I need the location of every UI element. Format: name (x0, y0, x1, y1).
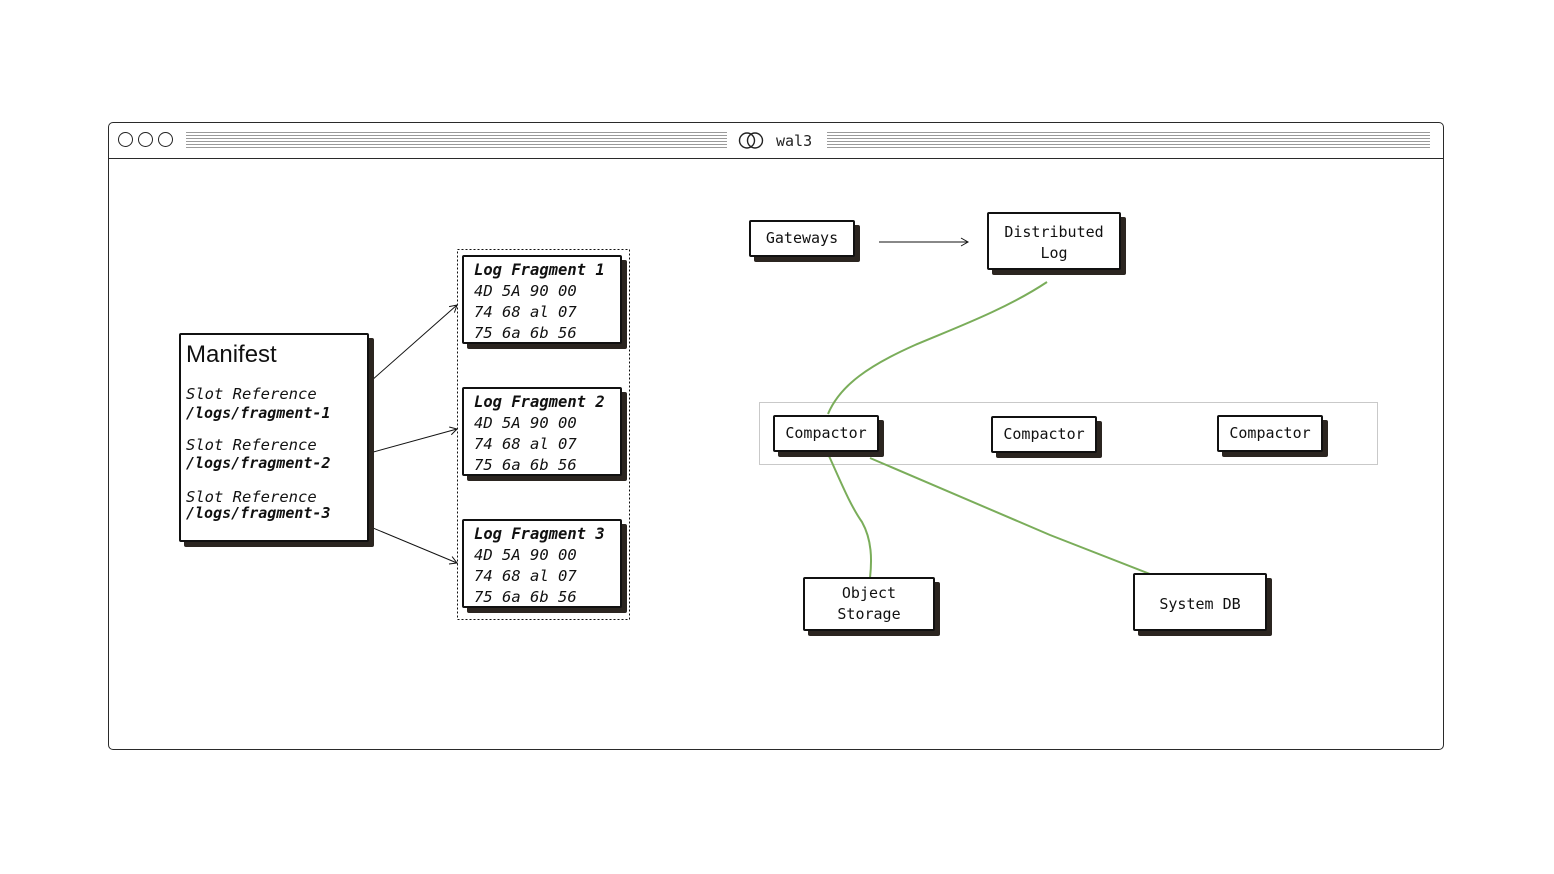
slot-reference-label: Slot Reference (186, 385, 317, 403)
fragment-bytes: 74 68 al 07 (474, 303, 577, 321)
fragment-bytes: 4D 5A 90 00 (474, 282, 577, 300)
compactor-label: Compactor (785, 424, 867, 442)
title-bar: wal3 (109, 123, 1443, 159)
distributed-log-label-line-2: Log (1040, 244, 1068, 262)
system-db-node: System DB (1133, 573, 1267, 631)
compactor-group-outline (759, 402, 1378, 465)
distributed-log-node: Distributed Log (987, 212, 1121, 270)
compactor-label: Compactor (1229, 424, 1311, 442)
system-db-label: System DB (1159, 595, 1241, 613)
manifest-title: Manifest (186, 341, 277, 368)
fragment-bytes: 4D 5A 90 00 (474, 546, 577, 564)
gateways-label: Gateways (765, 229, 839, 247)
link-log-to-compactor (827, 281, 1048, 415)
manifest-box: Manifest Slot Reference /logs/fragment-1… (179, 333, 369, 542)
link-compactor-to-system-db (869, 457, 1151, 575)
slot-reference-path: /logs/fragment-2 (186, 454, 331, 472)
slot-reference-path: /logs/fragment-1 (186, 404, 331, 422)
compactor-node: Compactor (773, 415, 879, 452)
object-storage-label-line-1: Object (841, 584, 897, 602)
slot-reference-label: Slot Reference (186, 436, 317, 454)
title-bar-stripes-right (827, 132, 1430, 149)
distributed-log-label-line-1: Distributed (1004, 223, 1104, 241)
slot-reference-label: Slot Reference (186, 488, 317, 506)
compactor-label: Compactor (1003, 425, 1085, 443)
log-fragment-2: Log Fragment 2 4D 5A 90 00 74 68 al 07 7… (462, 387, 622, 476)
fragment-group-outline (457, 249, 630, 620)
gateways-node: Gateways (749, 220, 855, 257)
title-bar-stripes-left (186, 132, 727, 149)
fragment-title: Log Fragment 2 (474, 393, 605, 411)
fragment-bytes: 75 6a 6b 56 (474, 456, 577, 474)
log-fragment-1: Log Fragment 1 4D 5A 90 00 74 68 al 07 7… (462, 255, 622, 344)
fragment-bytes: 74 68 al 07 (474, 567, 577, 585)
fragment-bytes: 4D 5A 90 00 (474, 414, 577, 432)
maximize-window-button[interactable] (158, 132, 173, 147)
object-storage-node: Object Storage (803, 577, 935, 631)
close-window-button[interactable] (118, 132, 133, 147)
minimize-window-button[interactable] (138, 132, 153, 147)
object-storage-label-line-2: Storage (837, 605, 901, 623)
log-fragment-3: Log Fragment 3 4D 5A 90 00 74 68 al 07 7… (462, 519, 622, 608)
compactor-node: Compactor (991, 416, 1097, 453)
fragment-title: Log Fragment 1 (474, 261, 605, 279)
fragment-title: Log Fragment 3 (474, 525, 605, 543)
fragment-bytes: 75 6a 6b 56 (474, 588, 577, 606)
fragment-bytes: 74 68 al 07 (474, 435, 577, 453)
link-compactor-to-object-storage (828, 455, 872, 579)
compactor-node: Compactor (1217, 415, 1323, 452)
window-title: wal3 (728, 123, 822, 158)
window-title-text: wal3 (776, 132, 813, 150)
fragment-bytes: 75 6a 6b 56 (474, 324, 577, 342)
logo-icon (738, 132, 764, 149)
slot-reference-path: /logs/fragment-3 (186, 504, 331, 522)
